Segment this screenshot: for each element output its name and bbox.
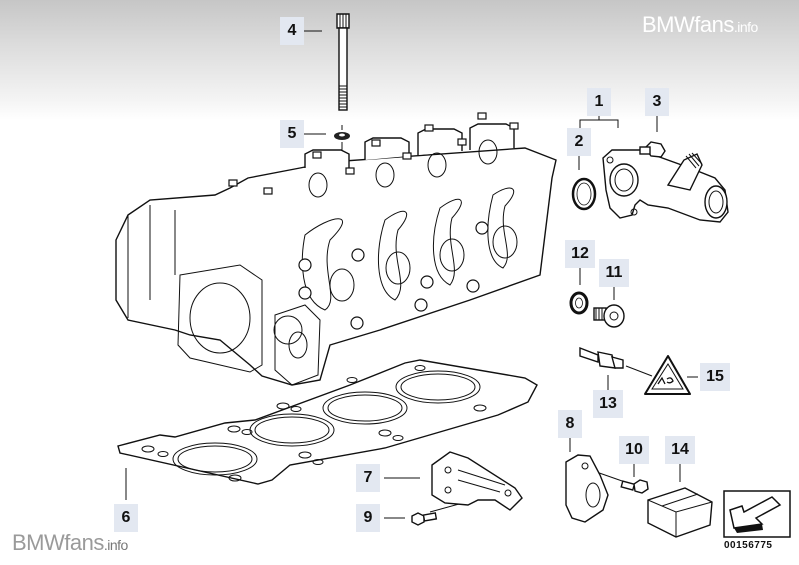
- callout-12[interactable]: 12: [565, 240, 595, 268]
- callout-3[interactable]: 3: [645, 88, 669, 116]
- callout-1[interactable]: 1: [587, 88, 611, 116]
- part-5-washer[interactable]: [334, 132, 350, 140]
- part-13-temp-sensor[interactable]: [579, 346, 624, 369]
- callout-11[interactable]: 11: [599, 259, 629, 287]
- watermark-bottom: BMWfans.info: [12, 530, 128, 555]
- callout-4[interactable]: 4: [280, 17, 304, 45]
- part-15-warning-label[interactable]: [644, 355, 691, 395]
- reference-arrow-icon: [723, 490, 791, 538]
- callout-8[interactable]: 8: [558, 410, 582, 438]
- part-11-screw-plug[interactable]: [593, 304, 625, 328]
- part-4-head-bolt[interactable]: [336, 13, 350, 111]
- callout-13[interactable]: 13: [593, 390, 623, 418]
- callout-10[interactable]: 10: [619, 436, 649, 464]
- part-7-bracket[interactable]: [431, 451, 523, 511]
- cylinder-head[interactable]: [115, 112, 557, 386]
- part-8-lifting-eye[interactable]: [565, 454, 609, 523]
- callout-7[interactable]: 7: [356, 464, 380, 492]
- callout-5[interactable]: 5: [280, 120, 304, 148]
- part-1-thermostat-housing[interactable]: [602, 149, 729, 223]
- part-2-o-ring[interactable]: [571, 177, 597, 211]
- part-12-sealing-ring[interactable]: [569, 291, 589, 315]
- part-10-bolt[interactable]: [620, 479, 649, 494]
- reference-number: 00156775: [724, 540, 773, 551]
- part-6-head-gasket[interactable]: [117, 359, 538, 485]
- watermark-top: BMWfans.info: [642, 12, 758, 37]
- callout-6[interactable]: 6: [114, 504, 138, 532]
- callout-9[interactable]: 9: [356, 504, 380, 532]
- part-3-bolt[interactable]: [639, 141, 666, 158]
- callout-2[interactable]: 2: [567, 128, 591, 156]
- part-9-bolt[interactable]: [411, 512, 438, 526]
- callout-15[interactable]: 15: [700, 363, 730, 391]
- part-14-kit-box[interactable]: [647, 487, 713, 538]
- callout-14[interactable]: 14: [665, 436, 695, 464]
